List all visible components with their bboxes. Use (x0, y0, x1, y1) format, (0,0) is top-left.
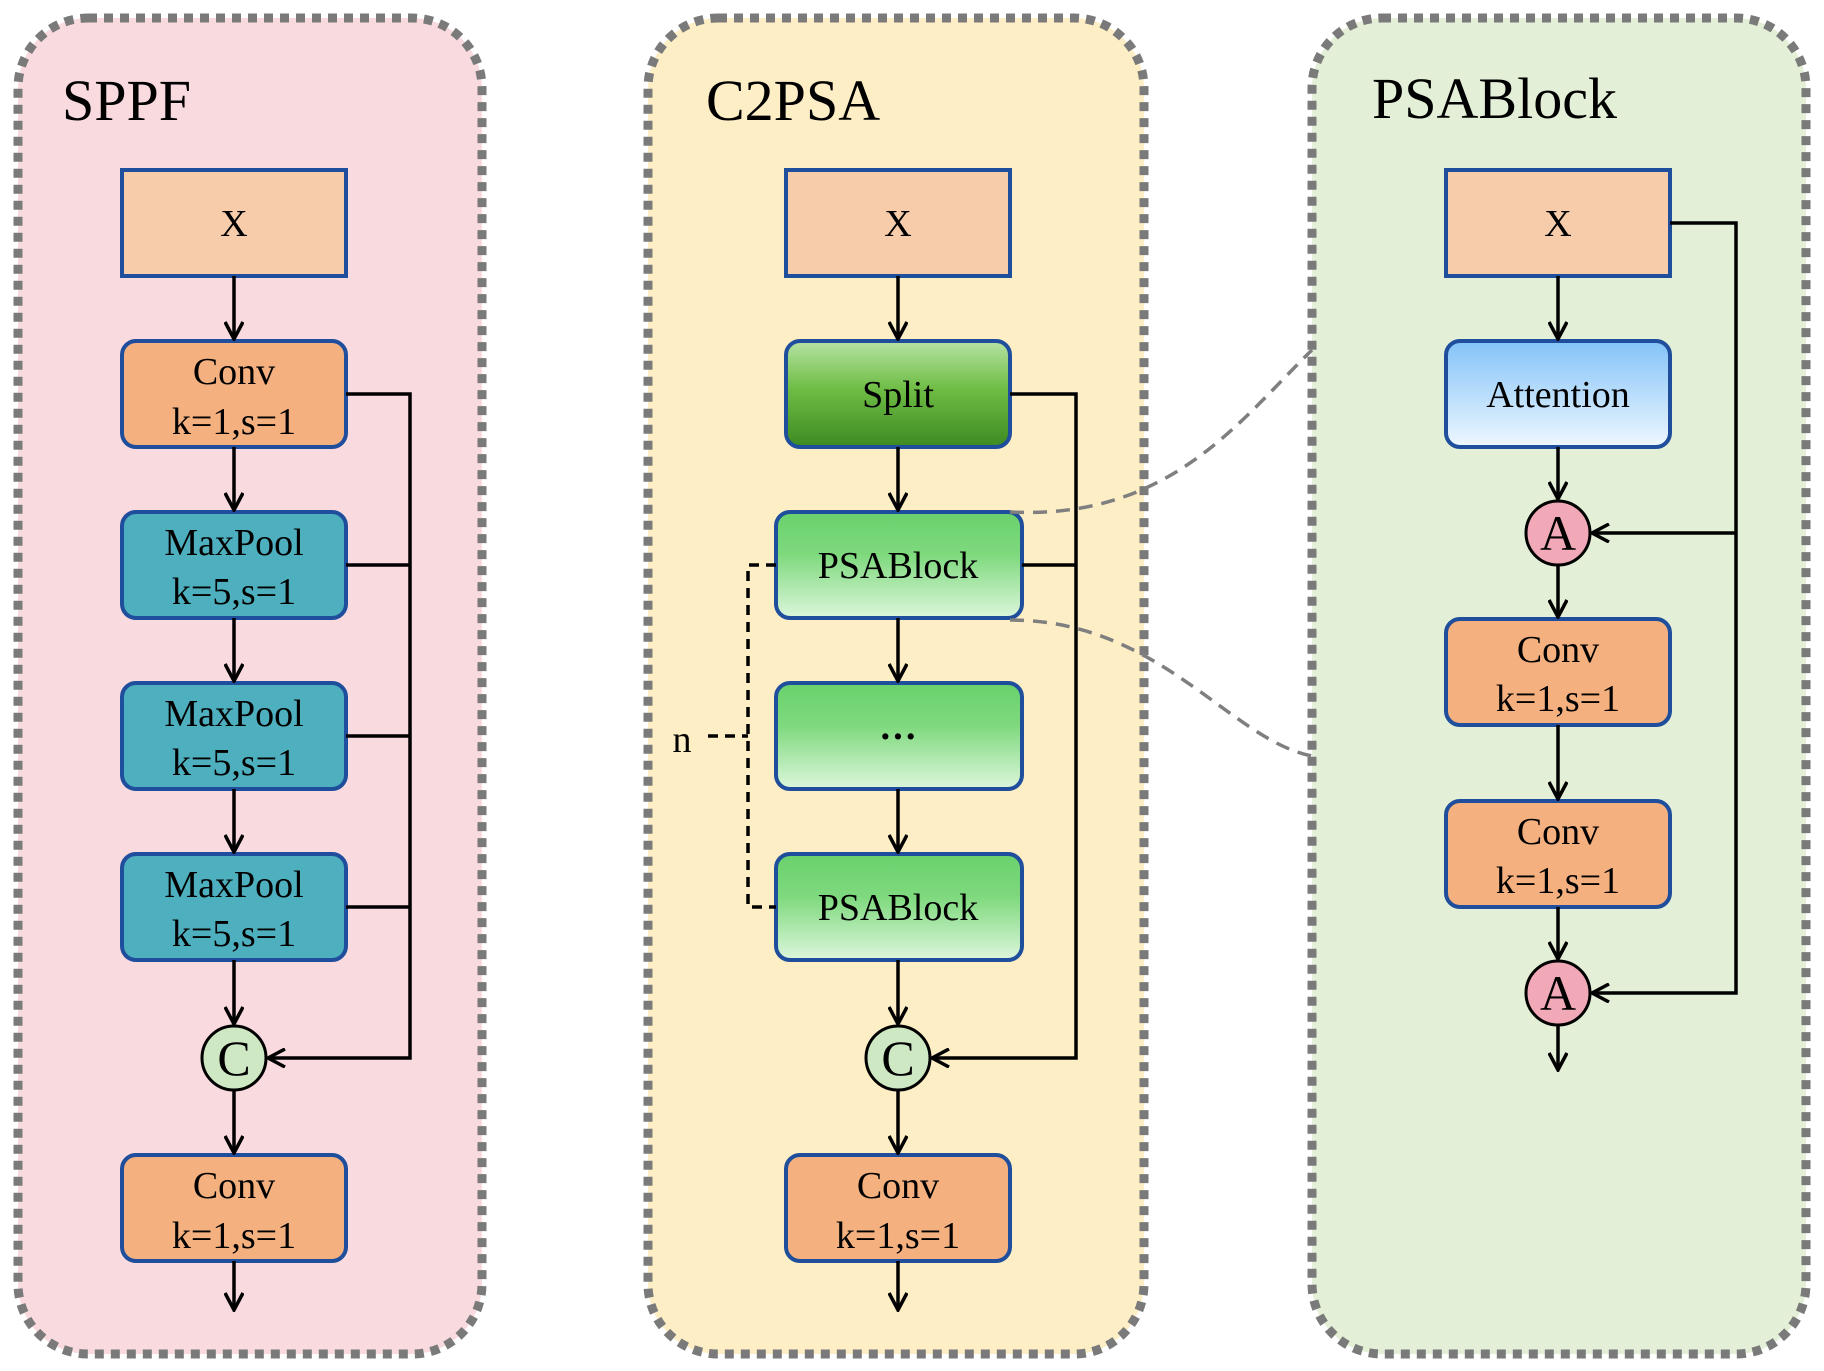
psablock-attention-label: Attention (1486, 374, 1630, 416)
c2psa-title: C2PSA (706, 68, 880, 133)
sppf-maxpool3-params: k=5,s=1 (172, 913, 296, 955)
c2psa-ellipsis-label: ··· (879, 716, 917, 758)
c2psa-repeat-label: n (673, 719, 692, 761)
psablock-conv2-params: k=1,s=1 (1496, 860, 1620, 902)
c2psa-conv-params: k=1,s=1 (836, 1215, 960, 1257)
c2psa-split-label: Split (862, 374, 934, 416)
psablock-input-label: X (1544, 203, 1571, 245)
psablock-title: PSABlock (1372, 66, 1617, 131)
psablock-conv1-name: Conv (1517, 629, 1599, 671)
c2psa-input-label: X (884, 203, 911, 245)
psablock-add2-label: A (1540, 965, 1576, 1021)
sppf-conv1-params: k=1,s=1 (172, 401, 296, 443)
sppf-input-box (120, 168, 348, 278)
sppf-maxpool1-params: k=5,s=1 (172, 571, 296, 613)
psablock-add1-label: A (1540, 505, 1576, 561)
sppf-conv1-name: Conv (193, 351, 275, 393)
psablock-conv2-name: Conv (1517, 811, 1599, 853)
sppf-maxpool3-name: MaxPool (164, 864, 303, 906)
psablock-conv1-params: k=1,s=1 (1496, 678, 1620, 720)
c2psa-repeat-bracket (746, 563, 776, 909)
c2psa-psablock2-label: PSABlock (818, 887, 978, 929)
zoom-connector-top (1009, 348, 1314, 515)
psablock-residual-connection (1592, 221, 1738, 993)
sppf-maxpool2-params: k=5,s=1 (172, 742, 296, 784)
c2psa-skip-connection (932, 392, 1078, 1058)
sppf-input-label: X (220, 203, 247, 245)
c2psa-conv-name: Conv (857, 1165, 939, 1207)
c2psa-psablock1-label: PSABlock (818, 545, 978, 587)
sppf-title: SPPF (62, 68, 191, 133)
sppf-concat-label: C (217, 1030, 250, 1086)
sppf-maxpool1-name: MaxPool (164, 522, 303, 564)
sppf-skip-connection (268, 392, 412, 1058)
c2psa-concat-label: C (881, 1030, 914, 1086)
sppf-maxpool2-name: MaxPool (164, 693, 303, 735)
sppf-conv2-params: k=1,s=1 (172, 1215, 296, 1257)
sppf-conv2-name: Conv (193, 1165, 275, 1207)
zoom-connector-bottom (1009, 618, 1313, 758)
